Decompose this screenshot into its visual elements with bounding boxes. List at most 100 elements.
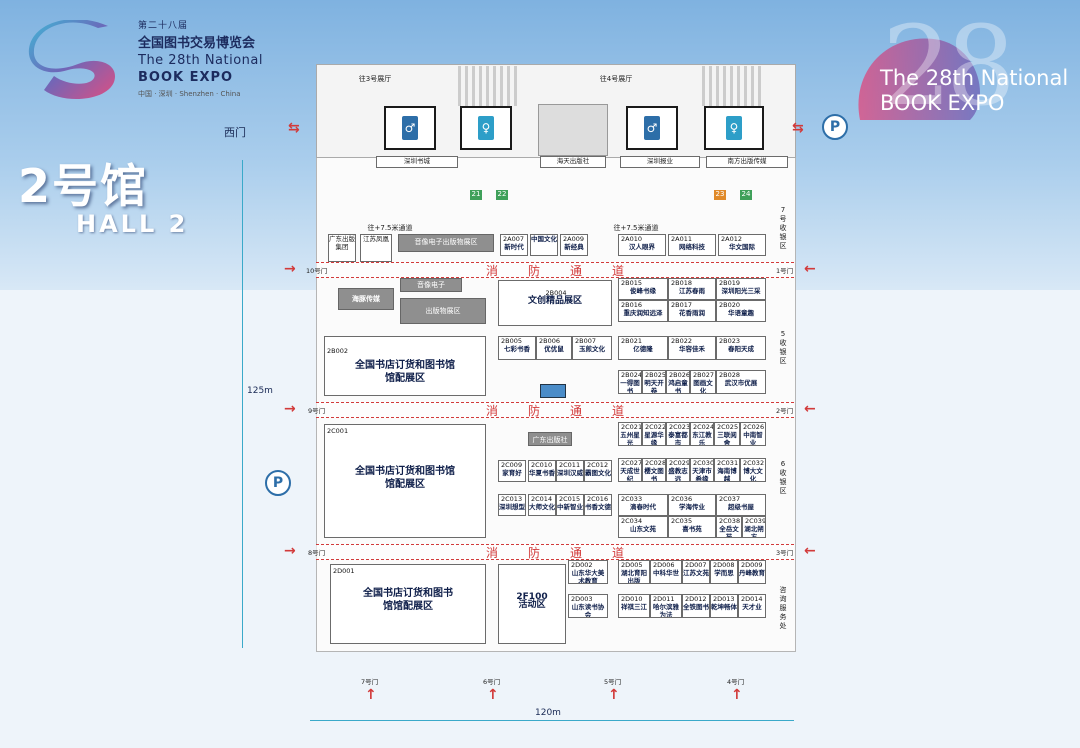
stairs-left: [458, 66, 520, 106]
top-booth-2: 海天出版社: [540, 156, 606, 168]
row-a-ext: 音像电子出版物展区: [398, 234, 494, 252]
to-hall4-label: 往4号展厅: [599, 75, 633, 83]
door-3: 3号门: [776, 549, 794, 557]
door-9: 9号门: [308, 407, 326, 415]
fire-lane-2: 消防通道: [316, 402, 794, 418]
fire-lane-1: 消防通道: [316, 262, 794, 278]
logo-title-en-2: BOOK EXPO: [138, 70, 234, 85]
logo-title-en-1: The 28th National: [138, 53, 263, 68]
parking-icon: P: [822, 114, 848, 140]
arrow-up-icon: ↑: [731, 687, 743, 703]
top-booth-1: 深圳书城: [376, 156, 458, 168]
pillar-23: 23: [714, 190, 726, 200]
side-area-2: 5收银区: [779, 330, 787, 365]
side-area-4: 咨询服务处: [779, 586, 787, 630]
restroom-male-1: ♂: [384, 106, 436, 150]
expo-logo-icon: [28, 20, 115, 99]
arrow-up-icon: ↑: [608, 687, 620, 703]
expo-logo-text: 第二十八届 全国图书交易博览会 The 28th National BOOK E…: [138, 18, 263, 103]
arrow-right-icon: →: [284, 261, 296, 277]
arrow-left-icon: ←: [804, 401, 816, 417]
west-gate-label: 西门: [224, 126, 246, 139]
door-4: 4号门: [727, 678, 745, 686]
male-restroom-icon: ♂: [644, 116, 660, 140]
arrow-right-icon: →: [284, 401, 296, 417]
booth-2A008: 中国文化: [530, 234, 558, 256]
header-right-line-2: BOOK EXPO: [880, 91, 1005, 115]
logo-location: 中国 · 深圳 · Shenzhen · China: [138, 90, 241, 98]
arrow-left-icon: ←: [804, 543, 816, 559]
row-a-left-1: 广东出版集团: [328, 234, 356, 262]
width-dimension: 120m: [535, 708, 561, 718]
door-10: 10号门: [306, 267, 328, 275]
hall-title-en: HALL 2: [76, 210, 189, 238]
door-1: 1号门: [776, 267, 794, 275]
restroom-female-2: ♀: [704, 106, 764, 150]
ramp-label-right: 往+7.5米通道: [613, 224, 659, 232]
stairs-right: [702, 66, 764, 106]
logo-edition: 第二十八届: [138, 21, 189, 31]
restroom-female-1: ♀: [460, 106, 512, 150]
fire-lane-3: 消防通道: [316, 544, 794, 560]
top-booth-3: 深圳报业: [620, 156, 700, 168]
top-booth-4: 南方出版传媒: [706, 156, 788, 168]
female-restroom-icon: ♀: [478, 116, 494, 140]
male-restroom-icon: ♂: [402, 116, 418, 140]
row-c-guangdong: 广东出版社: [528, 432, 572, 446]
ramp-label-left: 往+7.5米通道: [367, 224, 413, 232]
side-area-1: 7号收银区: [779, 206, 787, 250]
header-watermark-number: 28: [882, 2, 1016, 130]
